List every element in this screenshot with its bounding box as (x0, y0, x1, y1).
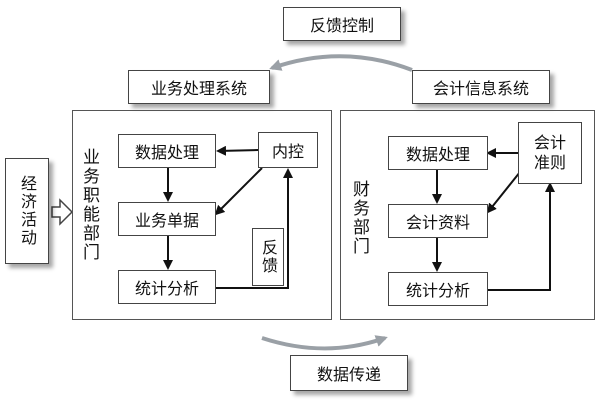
arrow-control-to-docs (214, 167, 263, 216)
internal-control-box: 内控 (258, 132, 318, 168)
feedback-box: 反馈 (252, 228, 284, 286)
data-transfer-label: 数据传递 (316, 365, 381, 384)
arrow-stats-to-standards (488, 182, 555, 291)
business-documents-box: 业务单据 (118, 202, 216, 236)
accounting-data-box: 会计资料 (388, 204, 488, 238)
feedback-control-label: 反馈控制 (309, 16, 374, 35)
arrow-stats-feedback-to-control (216, 168, 293, 289)
accounting-data-label: 会计资料 (405, 213, 470, 232)
business-documents-label: 业务单据 (134, 211, 199, 230)
accounting-system-title: 会计信息系统 (412, 70, 550, 104)
business-department-label: 业务职能部门 (79, 148, 99, 262)
finance-statistical-analysis-box: 统计分析 (388, 272, 488, 306)
business-data-processing-label: 数据处理 (134, 143, 199, 162)
feedback-curve-arrow (269, 54, 413, 72)
economic-activity-box: 经济活动 (5, 158, 49, 264)
feedback-control-box: 反馈控制 (283, 7, 401, 41)
finance-statistical-analysis-label: 统计分析 (405, 281, 470, 300)
data-transfer-curve-arrow (261, 335, 388, 351)
business-statistical-analysis-box: 统计分析 (118, 270, 216, 304)
economic-activity-label: 经济活动 (18, 175, 37, 247)
business-system-title-label: 业务处理系统 (150, 79, 247, 98)
business-data-processing-box: 数据处理 (118, 134, 216, 168)
finance-department-label: 财务部门 (349, 180, 369, 256)
accounting-standards-box: 会计准则 (518, 122, 582, 184)
finance-data-processing-label: 数据处理 (405, 145, 470, 164)
business-department-panel (72, 110, 332, 320)
economic-activity-arrow (51, 198, 74, 226)
finance-department-panel (340, 110, 595, 320)
internal-control-label: 内控 (271, 142, 304, 161)
business-statistical-analysis-label: 统计分析 (134, 279, 199, 298)
arrow-standards-to-accounting (486, 171, 521, 214)
data-transfer-box: 数据传递 (290, 355, 408, 391)
finance-data-processing-box: 数据处理 (388, 136, 488, 170)
feedback-label: 反馈 (259, 239, 278, 275)
business-system-title: 业务处理系统 (128, 70, 270, 104)
arrow-control-to-bp (216, 145, 259, 156)
accounting-system-title-label: 会计信息系统 (432, 79, 529, 98)
accounting-standards-label: 会计准则 (533, 133, 566, 172)
